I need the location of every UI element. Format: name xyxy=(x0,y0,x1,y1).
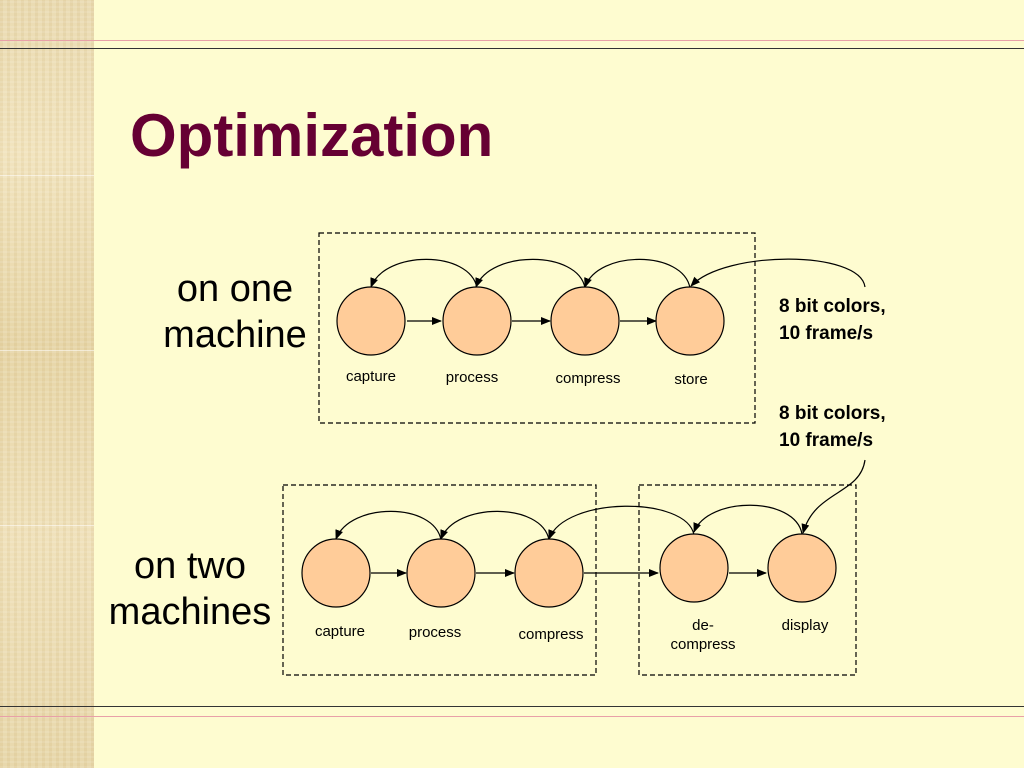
annotation-line: 10 frame/s xyxy=(779,323,874,344)
node-label-decompress: de- compress xyxy=(653,616,753,654)
feedback-arc xyxy=(335,510,442,541)
node-label-line: compress xyxy=(670,636,736,653)
bottom-rule-dark xyxy=(0,706,1024,707)
slide-title: Optimization xyxy=(130,102,494,169)
feedback-arc xyxy=(475,258,586,289)
strip-divider xyxy=(0,175,94,176)
row-label-two-machines: on two machines xyxy=(102,543,278,635)
node-label-line: de- xyxy=(692,617,714,634)
row-label-one-machine: on one machine xyxy=(150,266,320,358)
node-capture xyxy=(336,286,406,356)
row-label-line: on two xyxy=(134,545,246,587)
machine-box-receiver xyxy=(638,484,857,676)
node-compress xyxy=(550,286,620,356)
machine-box-sender xyxy=(282,484,597,676)
annotation-line: 10 frame/s xyxy=(779,430,874,451)
feedback-arc xyxy=(548,505,695,540)
node-capture xyxy=(301,538,371,608)
feedback-arc xyxy=(693,504,803,535)
annotation-two-machines: 8 bit colors, 10 frame/s xyxy=(779,400,886,454)
feedback-arc xyxy=(801,459,866,534)
node-label-process: process xyxy=(408,624,462,641)
node-label-compress: compress xyxy=(555,370,621,387)
row-label-line: on one xyxy=(176,268,294,310)
feedback-arc xyxy=(690,258,866,288)
node-label-display: display xyxy=(781,617,829,634)
row-label-line: machines xyxy=(108,591,272,633)
feedback-arc xyxy=(440,510,550,541)
strip-divider xyxy=(0,350,94,351)
bottom-rule-pink xyxy=(0,716,1024,717)
node-label-process: process xyxy=(445,369,499,386)
annotation-line: 8 bit colors, xyxy=(779,296,886,317)
machine-box-one xyxy=(318,232,756,424)
annotation-line: 8 bit colors, xyxy=(779,403,886,424)
annotation-one-machine: 8 bit colors, 10 frame/s xyxy=(779,293,886,347)
node-label-capture: capture xyxy=(345,368,397,385)
node-display xyxy=(767,533,837,603)
feedback-arc xyxy=(584,258,691,289)
node-decompress xyxy=(659,533,729,603)
row-label-line: machine xyxy=(163,314,307,356)
decorative-side-strip xyxy=(0,0,94,768)
top-rule-pink xyxy=(0,40,1024,41)
strip-divider xyxy=(0,525,94,526)
node-compress xyxy=(514,538,584,608)
node-label-capture: capture xyxy=(314,623,366,640)
node-label-compress: compress xyxy=(518,626,584,643)
node-store xyxy=(655,286,725,356)
feedback-arc xyxy=(370,258,478,289)
top-rule-dark xyxy=(0,48,1024,49)
node-process xyxy=(442,286,512,356)
node-label-store: store xyxy=(674,371,708,388)
node-process xyxy=(406,538,476,608)
